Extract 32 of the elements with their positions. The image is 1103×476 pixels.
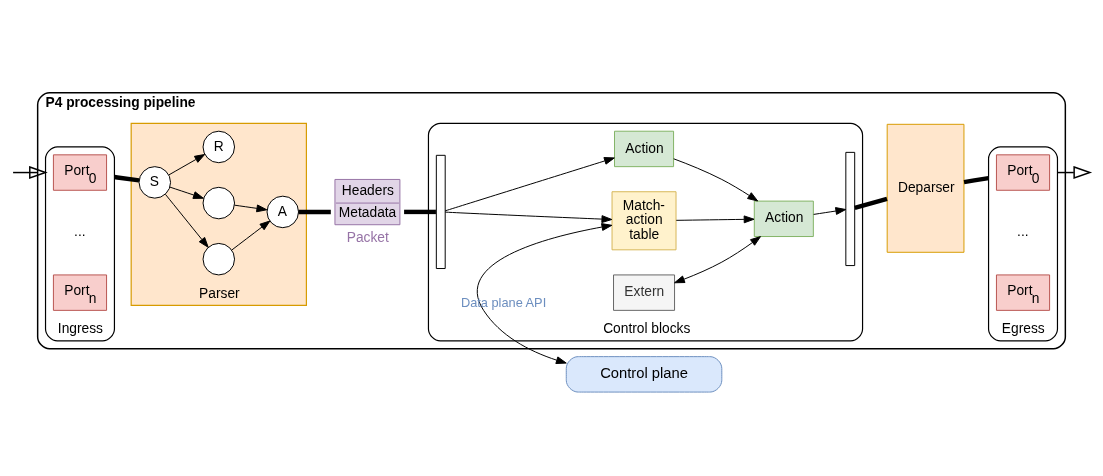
node-circle: R bbox=[202, 130, 235, 163]
connector bbox=[404, 209, 436, 214]
node-box: Control plane bbox=[565, 355, 723, 393]
arrow bbox=[444, 211, 613, 223]
arrow bbox=[165, 193, 209, 248]
node-bar bbox=[435, 154, 446, 269]
arrow bbox=[233, 204, 268, 212]
node-circle bbox=[202, 186, 235, 219]
arrow bbox=[12, 165, 48, 179]
node-box: Match-action table bbox=[611, 190, 677, 250]
node-circle bbox=[202, 242, 235, 275]
connector bbox=[114, 174, 140, 183]
arrow bbox=[444, 156, 615, 211]
arrow bbox=[169, 186, 204, 199]
node-box: Action bbox=[614, 130, 675, 167]
arrow bbox=[168, 153, 206, 175]
connector bbox=[854, 196, 888, 210]
arrow bbox=[673, 157, 759, 201]
arrow bbox=[476, 222, 613, 364]
node-label: Packet bbox=[346, 229, 389, 245]
arrow bbox=[674, 235, 761, 283]
connector bbox=[963, 175, 989, 184]
node-circle: A bbox=[266, 195, 299, 228]
node-circle: S bbox=[138, 165, 172, 199]
arrow bbox=[813, 206, 847, 215]
node-box: Deparser bbox=[886, 123, 965, 253]
node-box: Action bbox=[753, 200, 814, 237]
arrow bbox=[231, 220, 271, 251]
node-box: Extern bbox=[613, 273, 676, 311]
arrow bbox=[675, 214, 755, 223]
connector bbox=[298, 209, 331, 214]
node-bar bbox=[845, 151, 856, 266]
